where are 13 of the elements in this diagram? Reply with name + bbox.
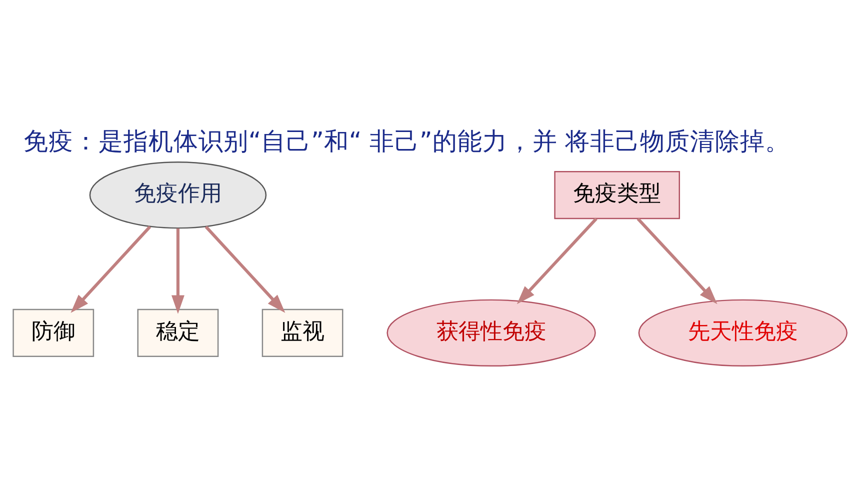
arrow (516, 218, 598, 304)
arrow (70, 226, 152, 313)
node-box: 稳定 (137, 308, 219, 357)
node-box: 防御 (12, 308, 94, 357)
node-box: 免疫类型 (554, 171, 680, 220)
node-ellipse: 免疫作用 (89, 161, 267, 229)
diagram-title: 免疫：是指机体识别“自己”和“ 非己”的能力，并 将非己物质清除掉。 (23, 126, 790, 156)
arrow (636, 218, 718, 304)
arrow (171, 228, 184, 314)
node-ellipse: 先天性免疫 (638, 299, 848, 367)
node-ellipse: 获得性免疫 (386, 299, 596, 367)
node-box: 监视 (262, 308, 344, 357)
arrow (204, 226, 286, 313)
